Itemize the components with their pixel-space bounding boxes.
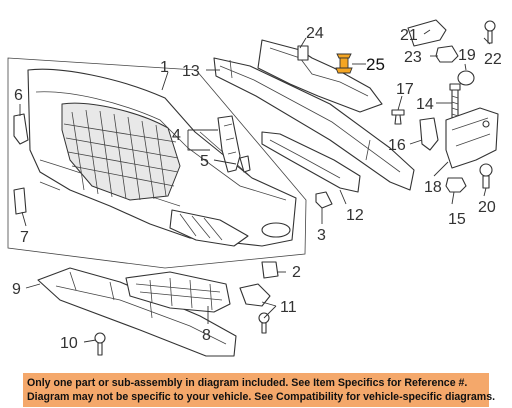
callout-21: 21 bbox=[400, 27, 418, 44]
callout-25: 25 bbox=[366, 55, 385, 74]
bracket-part-11 bbox=[239, 283, 271, 307]
callout-24: 24 bbox=[306, 25, 324, 42]
callout-19: 19 bbox=[458, 47, 476, 64]
disclaimer-line-1: Only one part or sub-assembly in diagram… bbox=[27, 377, 468, 389]
callout-16: 16 bbox=[388, 137, 406, 154]
screw-part-22 bbox=[484, 20, 496, 44]
guide-bracket-part-16 bbox=[419, 117, 439, 151]
reflector-part-6 bbox=[13, 113, 29, 145]
bracket-part-4 bbox=[217, 115, 241, 173]
callout-3: 3 bbox=[317, 227, 326, 244]
mounting-bracket-part-18 bbox=[445, 107, 499, 169]
callout-13: 13 bbox=[182, 63, 200, 80]
bumper-cover bbox=[27, 68, 297, 247]
callout-6: 6 bbox=[14, 87, 23, 104]
callout-14: 14 bbox=[416, 96, 434, 113]
callout-12: 12 bbox=[346, 207, 364, 224]
bracket-part-21 bbox=[407, 19, 447, 47]
callout-1: 1 bbox=[160, 59, 169, 76]
bolt-part-20 bbox=[479, 163, 493, 189]
bracket-part-2 bbox=[261, 261, 279, 279]
clip-part-3 bbox=[315, 191, 333, 209]
callout-8: 8 bbox=[202, 327, 211, 344]
bushing-part-19 bbox=[457, 70, 475, 86]
callout-11: 11 bbox=[280, 299, 297, 316]
callout-18: 18 bbox=[424, 179, 442, 196]
callout-9: 9 bbox=[12, 281, 21, 298]
callout-2: 2 bbox=[292, 264, 301, 281]
bolt-part-17 bbox=[391, 109, 405, 125]
lower-shield-part-9 bbox=[37, 267, 237, 357]
callout-20: 20 bbox=[478, 199, 496, 216]
callout-23: 23 bbox=[404, 49, 422, 66]
impact-bar-part-13 bbox=[213, 57, 415, 191]
bracket-part-7 bbox=[13, 187, 27, 215]
callout-5: 5 bbox=[200, 153, 209, 170]
clip-part-5 bbox=[239, 155, 251, 173]
grille-part-8 bbox=[125, 271, 231, 313]
callout-10: 10 bbox=[60, 335, 78, 352]
lower-reinforcement-part-12 bbox=[261, 131, 361, 193]
callout-7: 7 bbox=[20, 229, 29, 246]
nut-part-15 bbox=[445, 177, 467, 193]
bumper-assembly-panel bbox=[7, 57, 307, 269]
callout-22: 22 bbox=[484, 51, 502, 68]
callout-4: 4 bbox=[172, 127, 181, 144]
screw-near-part-11 bbox=[258, 312, 270, 334]
nut-part-23 bbox=[435, 45, 459, 63]
leader-lines bbox=[19, 29, 491, 343]
energy-absorber-part-24 bbox=[257, 39, 383, 113]
bolt-part-10 bbox=[94, 332, 106, 356]
disclaimer-line-2: Diagram may not be specific to your vehi… bbox=[27, 391, 496, 403]
callout-15: 15 bbox=[448, 211, 466, 228]
callout-17: 17 bbox=[396, 81, 414, 98]
clip-part-25 bbox=[335, 53, 353, 74]
disclaimer-banner: Only one part or sub-assembly in diagram… bbox=[23, 373, 496, 407]
